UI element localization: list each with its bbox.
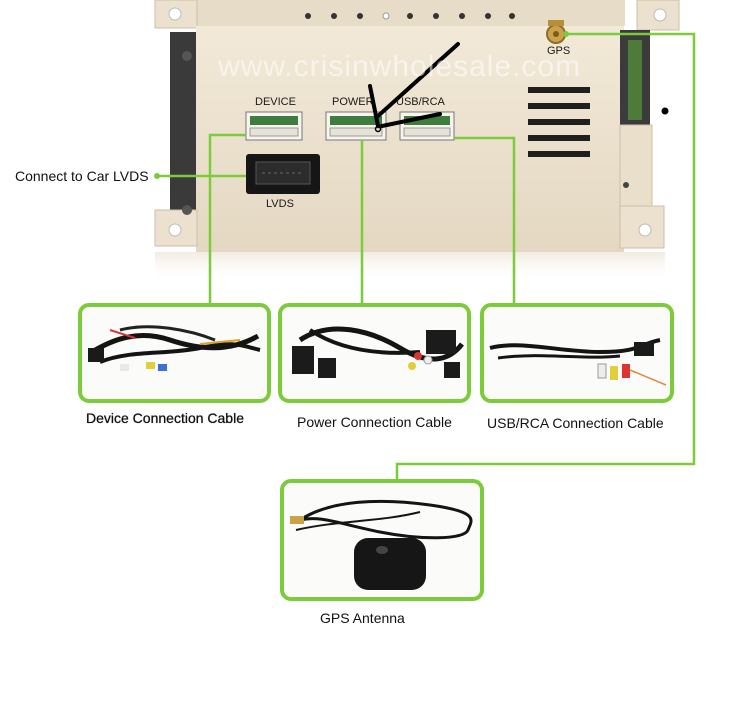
lvds-callout-label: Connect to Car LVDS <box>15 168 149 184</box>
head-unit-chassis <box>154 0 680 282</box>
usb-rca-cable-caption: USB/RCA Connection Cable <box>487 415 664 431</box>
lvds-port-label: LVDS <box>266 198 294 210</box>
usb-rca-cable-box <box>480 303 674 403</box>
device-cable-box <box>78 303 271 403</box>
marker-arrow <box>368 42 460 128</box>
lvds-port-connector <box>246 154 320 194</box>
power-cable-box <box>278 303 471 403</box>
usb-rca-port-label: USB/RCA <box>396 96 445 108</box>
device-port-connector <box>245 111 303 141</box>
gps-port-connector <box>546 20 566 44</box>
gps-antenna-caption: GPS Antenna <box>320 610 405 626</box>
device-port-label: DEVICE <box>255 96 296 108</box>
watermark-text: www.crisinwholesale.com <box>218 50 582 83</box>
power-port-label: POWER <box>332 96 374 108</box>
gps-port-label: GPS <box>547 45 571 57</box>
leader-lines <box>157 32 696 481</box>
power-cable-caption: Power Connection Cable <box>297 414 452 430</box>
gps-antenna-box <box>280 479 484 601</box>
device-cable-caption: Device Connection Cable <box>86 410 244 426</box>
